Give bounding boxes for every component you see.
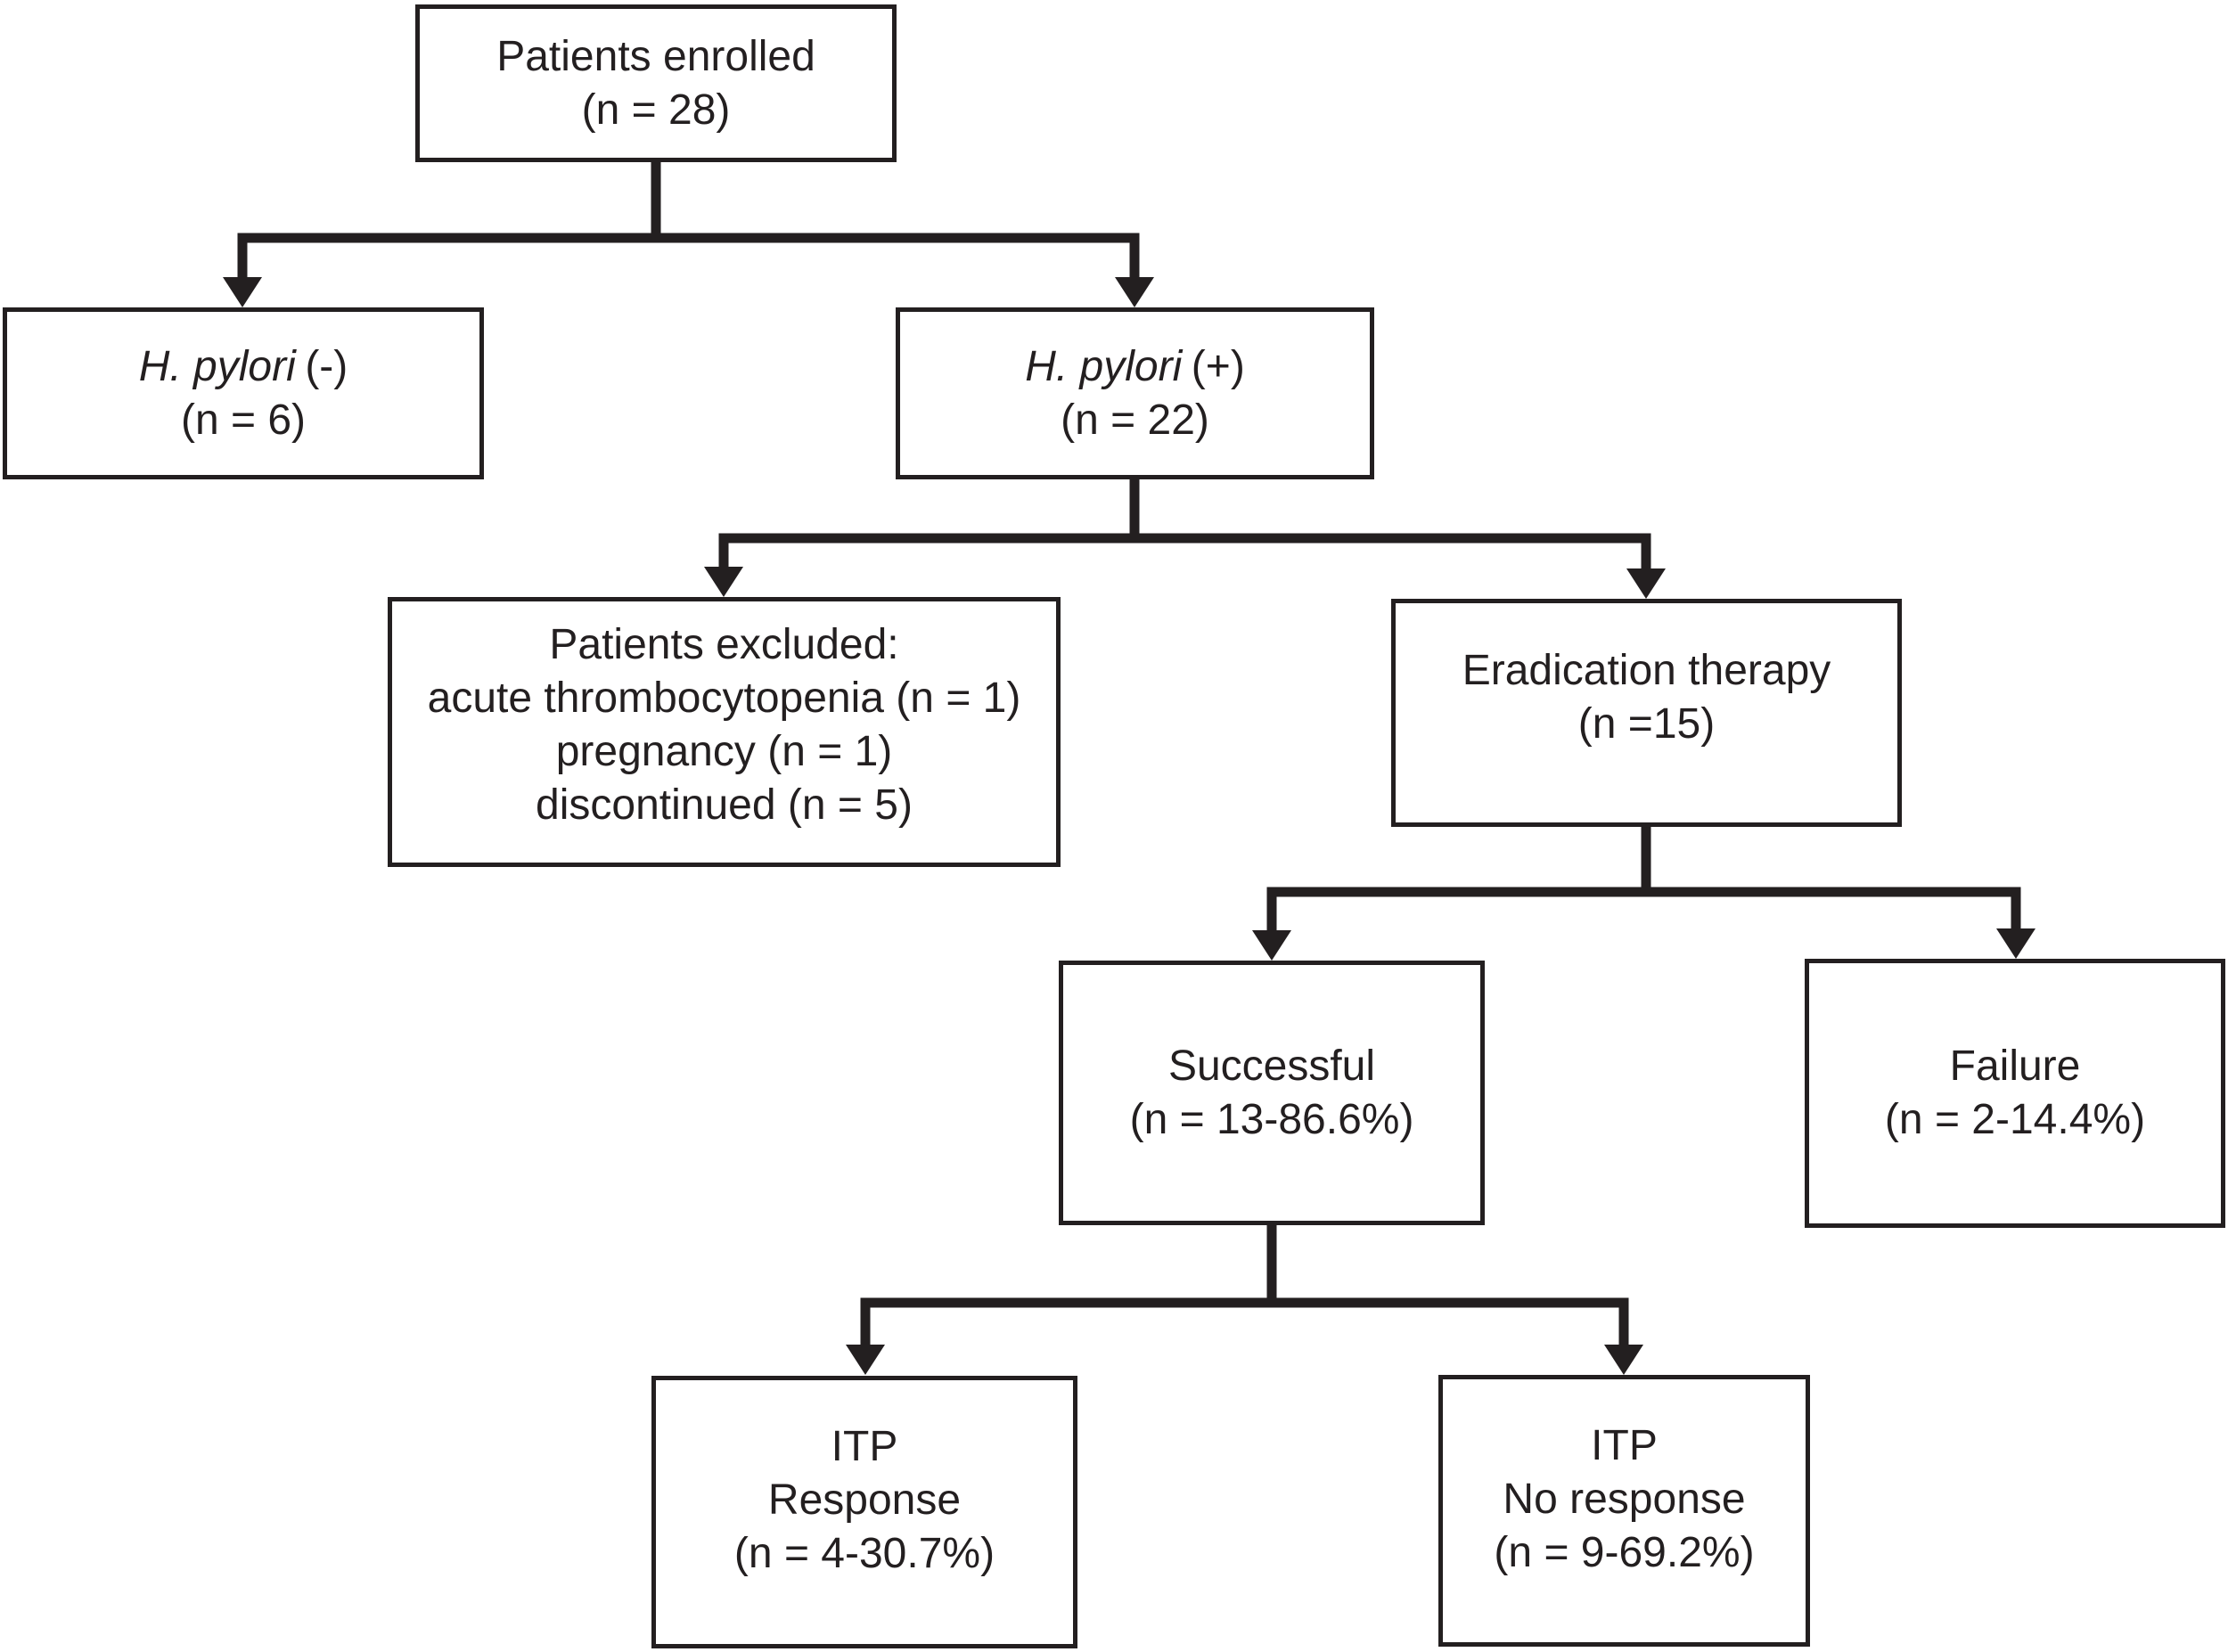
arrowhead-down-icon <box>704 567 743 597</box>
node-label: ITP <box>831 1423 898 1470</box>
node-label: Failure <box>1949 1043 2081 1090</box>
exclusion-reason: discontinued (n = 5) <box>536 781 913 829</box>
node-label: Eradication therapy <box>1462 647 1831 694</box>
arrowhead-down-icon <box>1604 1345 1643 1375</box>
connector-enrolled-to-hpylori <box>223 162 1154 307</box>
exclusion-reason: acute thrombocytopenia (n = 1) <box>427 674 1021 722</box>
node-label: H. pylori(+) <box>1025 340 1245 394</box>
arrowhead-down-icon <box>1996 928 2036 959</box>
node-label: Patients excluded: <box>549 620 899 668</box>
status-sign: (-) <box>305 342 348 390</box>
node-label: Successful <box>1167 1042 1376 1090</box>
node-count: (n =15) <box>1577 700 1716 748</box>
node-label: Patients enrolled <box>496 32 815 80</box>
node-itp-response: ITP Response (n = 4-30.7%) <box>651 1376 1077 1648</box>
exclusion-reason: pregnancy (n = 1) <box>555 727 893 775</box>
species-name: H. pylori <box>138 342 296 390</box>
node-patients-excluded: Patients excluded: acute thrombocytopeni… <box>388 597 1061 867</box>
node-itp-no-response: ITP No response (n = 9-69.2%) <box>1438 1375 1810 1647</box>
arrowhead-down-icon <box>223 277 262 307</box>
arrowhead-down-icon <box>1252 930 1291 961</box>
node-label: ITP <box>1591 1421 1658 1469</box>
node-count: (n = 28) <box>581 86 731 134</box>
node-patients-enrolled: Patients enrolled (n = 28) <box>415 4 897 162</box>
node-count: (n = 6) <box>180 396 307 444</box>
node-label: H. pylori(-) <box>139 340 348 394</box>
species-name: H. pylori <box>1025 342 1183 390</box>
connector-eradication-split <box>1252 827 2036 961</box>
arrowhead-down-icon <box>846 1345 885 1375</box>
node-hpylori-negative: H. pylori(-) (n = 6) <box>3 307 484 479</box>
node-successful: Successful (n = 13-86.6%) <box>1059 961 1485 1225</box>
node-label: Response <box>767 1476 962 1524</box>
node-failure: Failure (n = 2-14.4%) <box>1805 959 2225 1228</box>
node-count: (n = 13-86.6%) <box>1129 1095 1414 1143</box>
node-hpylori-positive: H. pylori(+) (n = 22) <box>896 307 1374 479</box>
node-count: (n = 2-14.4%) <box>1884 1096 2146 1143</box>
arrowhead-down-icon <box>1626 568 1666 599</box>
node-eradication-therapy: Eradication therapy (n =15) <box>1391 599 1902 827</box>
node-count: (n = 22) <box>1061 396 1209 444</box>
connector-hpylori-pos-split <box>704 479 1666 599</box>
connector-successful-split <box>846 1225 1643 1375</box>
node-count: (n = 4-30.7%) <box>733 1530 995 1577</box>
node-label: No response <box>1503 1475 1746 1523</box>
status-sign: (+) <box>1191 342 1245 390</box>
arrowhead-down-icon <box>1115 277 1154 307</box>
node-count: (n = 9-69.2%) <box>1494 1528 1755 1576</box>
